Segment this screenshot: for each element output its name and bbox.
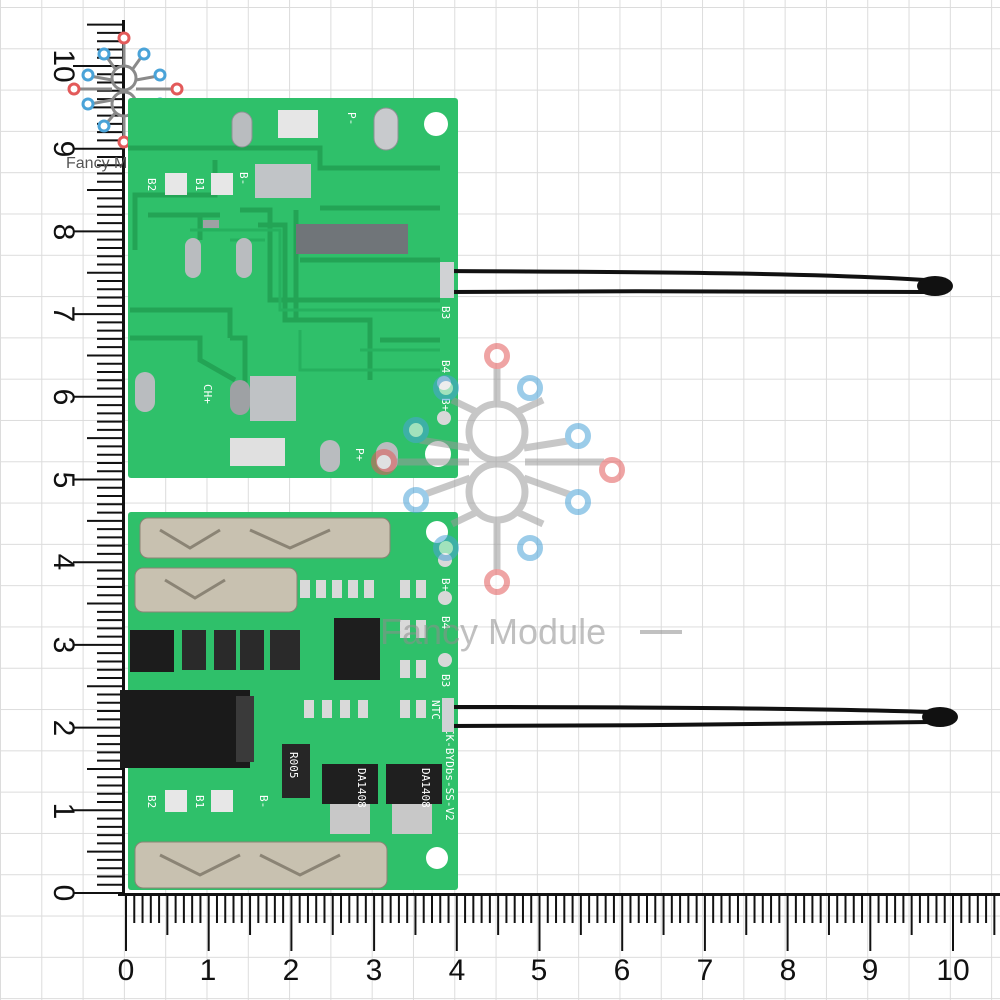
top-label-b-plus: B+	[439, 398, 452, 412]
x-label-5: 5	[531, 954, 548, 987]
x-label-7: 7	[697, 954, 714, 987]
x-label-2: 2	[283, 954, 300, 987]
bottom-mosfet-left-label: DA1408	[355, 768, 368, 808]
left-ruler-ticks	[73, 23, 123, 894]
x-label-4: 4	[449, 954, 466, 987]
x-label-10: 10	[936, 954, 969, 987]
y-label-7: 7	[47, 306, 80, 323]
top-label-b-minus: B-	[237, 172, 250, 185]
bottom-ruler-numbers: 0 1 2 3 4 5 6 7 8 9 10	[118, 954, 970, 987]
top-pcb-board: P- B2 B1 B- B3 B4 B+ CH+ P+	[128, 98, 458, 478]
top-label-b2: B2	[145, 178, 158, 191]
bottom-ruler: 0 1 2 3 4 5 6 7 8 9 10	[118, 893, 1000, 987]
y-label-3: 3	[47, 637, 80, 654]
bottom-resistor-label: R005	[287, 752, 300, 779]
x-label-8: 8	[780, 954, 797, 987]
top-label-p-minus: P-	[345, 112, 358, 125]
watermark-brand-large: Fancy Module	[380, 611, 606, 652]
bottom-ruler-ticks	[125, 895, 996, 951]
x-label-1: 1	[200, 954, 217, 987]
y-label-1: 1	[47, 803, 80, 820]
y-label-6: 6	[47, 389, 80, 406]
y-label-2: 2	[47, 720, 80, 737]
bottom-label-ntc: NTC	[429, 700, 442, 720]
bottom-thermistor-wire	[442, 698, 958, 732]
y-label-5: 5	[47, 472, 80, 489]
y-label-9: 9	[47, 141, 80, 158]
x-label-9: 9	[862, 954, 879, 987]
top-label-b1: B1	[193, 178, 206, 191]
bottom-pcb-board: B+ B4 B3 NTC CK-BYDbs-SS-V2 B2 B1 B- R00…	[120, 512, 458, 890]
x-label-0: 0	[118, 954, 135, 987]
bottom-label-b2: B2	[145, 795, 158, 808]
bottom-label-b-plus: B+	[439, 578, 452, 592]
bottom-label-b3: B3	[439, 674, 452, 687]
top-board-pads	[135, 107, 451, 472]
top-label-b3: B3	[439, 306, 452, 319]
left-ruler-numbers: 0 1 2 3 4 5 6 7 8 9 10	[47, 49, 80, 901]
y-label-4: 4	[47, 554, 80, 571]
top-label-p-plus: P+	[353, 448, 366, 462]
watermark-logo: Fancy Module	[371, 343, 682, 652]
top-thermistor-wire	[440, 262, 953, 298]
y-label-10: 10	[47, 49, 80, 82]
y-label-0: 0	[47, 885, 80, 902]
bottom-label-b-minus: B-	[257, 795, 270, 808]
x-label-3: 3	[366, 954, 383, 987]
x-label-6: 6	[614, 954, 631, 987]
top-label-ch-plus: CH+	[201, 384, 214, 404]
left-ruler: 0 1 2 3 4 5 6 7 8 9 10	[47, 20, 125, 901]
top-label-b4: B4	[439, 360, 452, 374]
y-label-8: 8	[47, 224, 80, 241]
bottom-mosfet-right-label: DA1408	[419, 768, 432, 808]
bottom-label-b4: B4	[439, 616, 452, 630]
bottom-label-b1: B1	[193, 795, 206, 808]
bottom-label-model: CK-BYDbs-SS-V2	[443, 728, 456, 821]
